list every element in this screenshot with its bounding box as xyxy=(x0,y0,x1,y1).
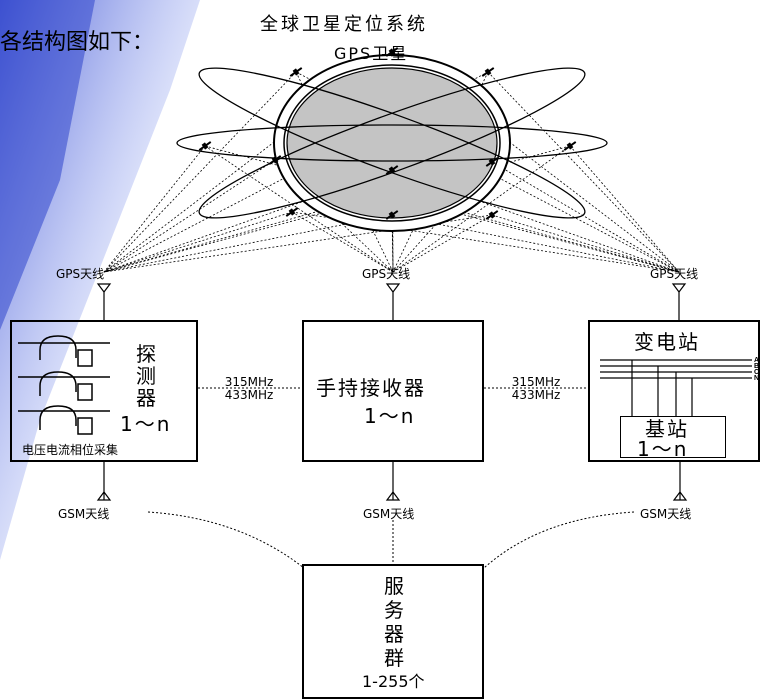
gsm-antenna-right-icon xyxy=(672,461,688,501)
earth-globe xyxy=(273,54,511,232)
satellite-icon xyxy=(481,67,495,77)
satellite-link-line xyxy=(391,169,680,273)
base-station-label: 基站 xyxy=(645,417,689,441)
satellite-icon xyxy=(485,210,499,220)
satellite-icon xyxy=(385,165,399,175)
satellite-link-line xyxy=(491,161,680,273)
gsm-antenna-center-label: GSM天线 xyxy=(363,507,415,521)
satellite-icon xyxy=(285,207,299,217)
base-station-box: 基站 1～n xyxy=(620,416,726,461)
satellite-link-line xyxy=(491,214,680,273)
receiver-label: 手持接收器 xyxy=(316,376,426,400)
satellite-icon xyxy=(485,157,499,167)
satellite-link-line xyxy=(103,169,393,273)
gps-antenna-right-icon xyxy=(671,283,687,320)
phase-n-label: N xyxy=(754,375,760,382)
detector-label-1: 探 xyxy=(136,342,156,366)
satellite-link-line xyxy=(569,145,680,273)
satellite-link-line xyxy=(487,71,680,273)
gsm-antenna-right-label: GSM天线 xyxy=(640,507,692,521)
satellite-icon xyxy=(385,47,399,57)
detector-count: 1～n xyxy=(120,412,172,436)
diagram-subtitle: GPS卫星 xyxy=(334,44,409,63)
satellite-link-line xyxy=(103,211,293,273)
base-station-count: 1～n xyxy=(637,437,689,461)
gsm-antenna-center-icon xyxy=(385,461,401,501)
detector-label-3: 器 xyxy=(136,386,156,410)
satellite-icon xyxy=(385,210,399,220)
phase-a-label: A xyxy=(754,357,760,364)
server-label-1: 服 xyxy=(384,574,404,598)
satellite-icon xyxy=(563,141,577,151)
satellite-link-line xyxy=(103,214,393,273)
satellite-icon xyxy=(268,155,282,165)
gsm-links xyxy=(147,511,635,569)
detector-box: 探 测 器 1～n 电压电流相位采集 xyxy=(10,320,198,462)
diagram-title: 全球卫星定位系统 xyxy=(260,14,428,35)
server-count: 1-255个 xyxy=(362,672,425,691)
phase-b-label: B xyxy=(754,363,760,370)
satellite-link-line xyxy=(204,145,394,273)
gsm-antenna-left-label: GSM天线 xyxy=(58,507,110,521)
phase-c-label: C xyxy=(754,369,760,376)
satellite-icon xyxy=(289,67,303,77)
server-label-4: 群 xyxy=(384,646,404,670)
server-label-3: 器 xyxy=(384,622,404,646)
gps-antenna-right-label: GPS天线 xyxy=(650,267,699,281)
satellite-link-line xyxy=(103,159,276,273)
satellite-link-line xyxy=(392,214,493,273)
frequency-labels-right: 315MHz 433MHz xyxy=(496,376,576,402)
gps-antenna-left-label: GPS天线 xyxy=(56,267,105,281)
intro-text: 各结构图如下： xyxy=(0,30,155,55)
satellite-link-line xyxy=(291,211,394,273)
frequency-433-left: 433MHz xyxy=(224,388,274,402)
gps-antenna-left-icon xyxy=(96,283,112,320)
detector-caption: 电压电流相位采集 xyxy=(22,443,119,457)
satellite-link-line xyxy=(103,145,206,273)
satellite-orbits xyxy=(176,67,608,219)
frequency-315-right: 315MHz xyxy=(511,375,561,389)
gps-antenna-center-icon xyxy=(385,283,401,320)
frequency-433-right: 433MHz xyxy=(511,388,561,402)
gps-antenna-center-label: GPS天线 xyxy=(362,267,411,281)
substation-busbars xyxy=(600,359,752,418)
substation-label: 变电站 xyxy=(634,330,700,354)
frequency-315-left: 315MHz xyxy=(224,375,274,389)
phase-labels: A B C N xyxy=(754,357,760,382)
satellite-link-line xyxy=(103,161,493,273)
frequency-labels-left: 315MHz 433MHz xyxy=(209,376,289,402)
gps-satellites xyxy=(198,47,577,220)
substation-box: 变电站 A B C N 基站 1～n xyxy=(588,320,760,462)
server-label-2: 务 xyxy=(384,598,404,622)
voltage-current-sensors xyxy=(18,335,110,435)
handheld-receiver-box: 手持接收器 1～n xyxy=(302,320,484,462)
detector-label-2: 测 xyxy=(136,364,156,388)
gsm-antenna-left-icon xyxy=(96,461,112,501)
satellite-link-line xyxy=(392,145,571,273)
satellite-icon xyxy=(198,141,212,151)
satellite-link-line xyxy=(103,71,297,273)
server-cluster-box: 服 务 器 群 1-255个 xyxy=(302,564,484,699)
receiver-count: 1～n xyxy=(364,404,416,428)
